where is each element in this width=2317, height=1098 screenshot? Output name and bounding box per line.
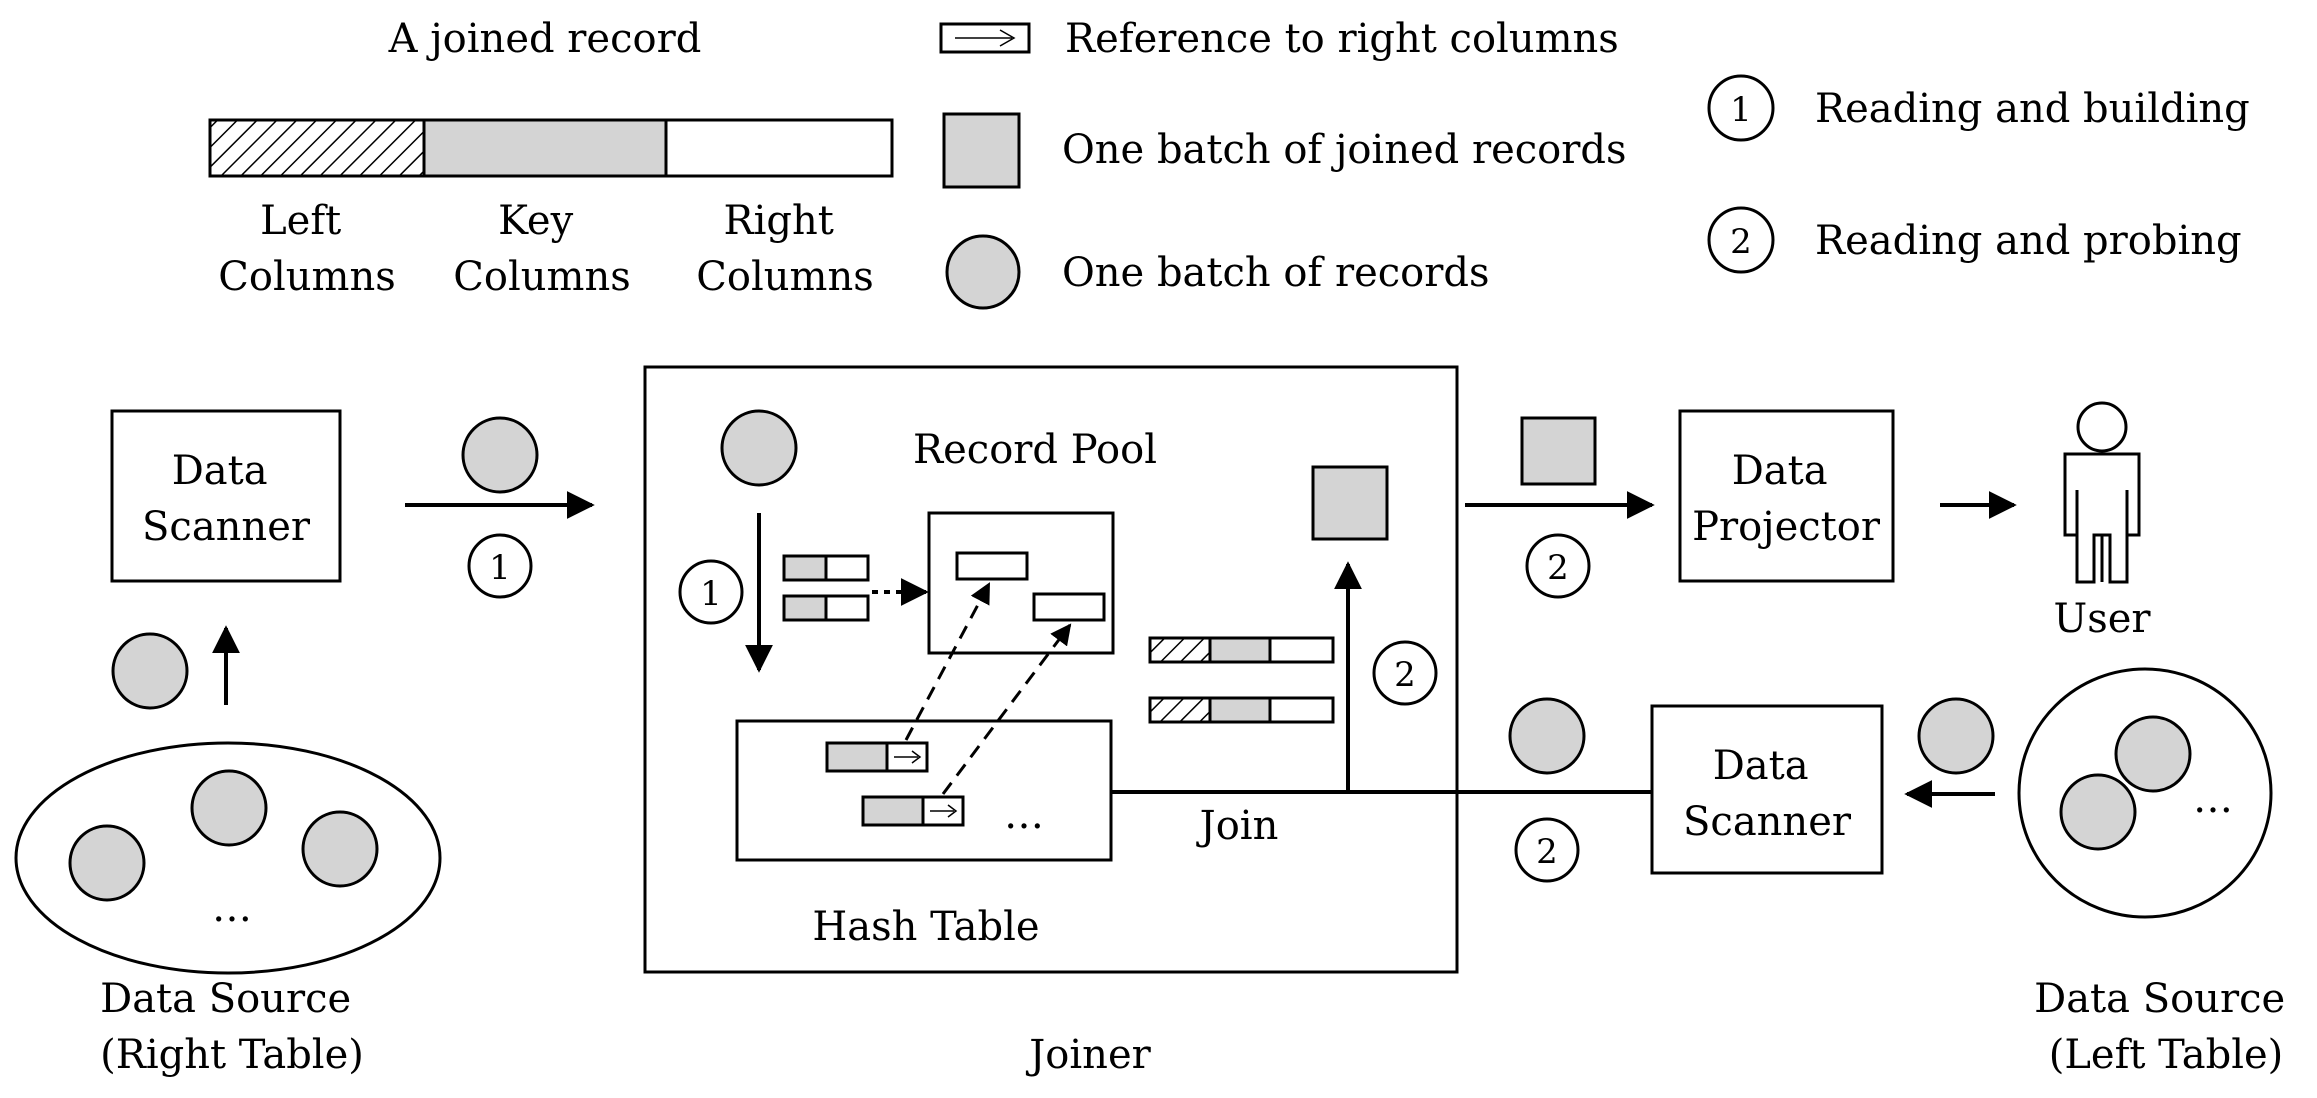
record-batch-circle — [720, 409, 798, 487]
user-label: User — [2053, 596, 2151, 642]
key-columns-segment — [422, 118, 668, 178]
right-columns-label: Right Columns — [696, 198, 873, 300]
step1-marker-number: 1 — [489, 548, 511, 588]
left-data-scanner-label: Data Scanner — [1683, 743, 1852, 845]
data-projector: Data Projector — [1678, 409, 1895, 583]
step1-marker — [678, 559, 744, 625]
right-columns-segment — [664, 118, 894, 178]
joined-record-bar — [208, 118, 894, 178]
left-data-source-label: Data Source (Left Table) — [2034, 976, 2298, 1078]
record-batch-circle — [301, 810, 379, 888]
reference-symbol-icon — [939, 22, 1031, 54]
step2-marker — [1514, 817, 1580, 883]
hash-entry — [861, 795, 965, 827]
right-source-ellipsis: … — [212, 885, 252, 931]
step1-marker-number: 1 — [700, 574, 722, 614]
right-data-source-label: Data Source (Right Table) — [100, 976, 364, 1078]
step2-marker-number: 2 — [1536, 832, 1558, 872]
record-batch-circle — [68, 824, 146, 902]
step2-legend-number: 2 — [1730, 222, 1752, 262]
joined-batch-square — [1520, 416, 1597, 486]
step1-legend-marker — [1707, 74, 1775, 142]
step2-marker — [1372, 640, 1438, 706]
record-batch-circle — [2114, 715, 2192, 793]
record-batch-circle — [190, 769, 268, 847]
hash-table-label: Hash Table — [812, 904, 1039, 950]
left-data-scanner: Data Scanner — [1650, 704, 1884, 875]
left-columns-label: Left Columns — [218, 198, 395, 300]
pool-right-columns-cell — [955, 551, 1029, 581]
legend: A joined record Left Columns Key Columns… — [208, 16, 2250, 310]
step1-marker — [467, 533, 533, 599]
key-ref-record — [782, 594, 870, 622]
join-label: Join — [1196, 803, 1279, 849]
record-batch-circle — [111, 632, 189, 710]
step2-marker — [1525, 533, 1591, 599]
record-pool-label: Record Pool — [913, 427, 1157, 473]
user-icon — [2063, 401, 2141, 584]
record-batch-circle — [1508, 697, 1586, 775]
joined-batch-square — [1311, 465, 1389, 541]
key-columns-label: Key Columns — [453, 198, 630, 300]
hash-entry — [825, 741, 929, 773]
joiner-label: Joiner — [1025, 1032, 1151, 1078]
right-data-scanner: Data Scanner — [110, 409, 342, 583]
pool-right-columns-cell — [1032, 592, 1106, 622]
right-data-source: … — [14, 741, 442, 975]
joined-batch-label: One batch of joined records — [1062, 127, 1627, 173]
record-batch-circle — [2059, 773, 2137, 851]
reference-dashed-arrow — [941, 623, 1072, 795]
step2-legend-marker — [1707, 206, 1775, 274]
step2-legend-label: Reading and probing — [1815, 218, 2242, 264]
hash-table-ellipsis: … — [1004, 792, 1044, 838]
step1-legend-number: 1 — [1730, 90, 1752, 130]
record-batch-circle — [461, 416, 539, 494]
reference-dashed-arrow — [904, 582, 991, 741]
record-batch-circle — [1917, 697, 1995, 775]
record-pool-box — [927, 511, 1115, 655]
record-batch-label: One batch of records — [1062, 250, 1489, 296]
step1-legend-label: Reading and building — [1815, 86, 2250, 132]
joined-batch-square-icon — [942, 112, 1021, 189]
step2-marker-number: 2 — [1547, 548, 1569, 588]
joined-record — [1148, 696, 1335, 724]
step2-marker-number: 2 — [1394, 655, 1416, 695]
right-data-scanner-label: Data Scanner — [142, 448, 311, 550]
record-batch-circle-icon — [945, 234, 1021, 310]
reference-label: Reference to right columns — [1065, 16, 1619, 62]
left-source-ellipsis: … — [2193, 776, 2233, 822]
joined-record — [1148, 636, 1335, 664]
joined-record-title: A joined record — [388, 16, 702, 62]
left-data-source: … — [2017, 667, 2273, 919]
key-ref-record — [782, 554, 870, 582]
data-projector-label: Data Projector — [1692, 448, 1881, 550]
left-columns-segment — [208, 118, 426, 178]
